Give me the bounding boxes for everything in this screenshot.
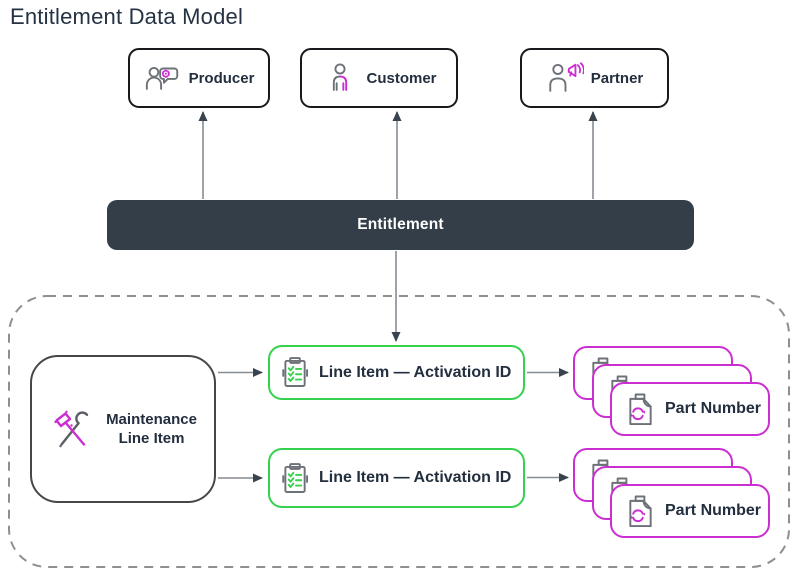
partner-icon [549, 62, 584, 92]
part-number-stack-1: Part Number [573, 346, 771, 437]
node-label: Producer [188, 69, 255, 87]
node-customer: Customer [300, 48, 458, 108]
node-label: Partner [590, 69, 644, 87]
node-line-item-activation-1: Line Item — Activation ID [268, 345, 525, 400]
producer-icon [145, 66, 178, 90]
hammer-wrench-icon [54, 410, 89, 448]
node-label: Maintenance Line Item [106, 410, 197, 448]
node-part-number-1: Part Number [610, 382, 770, 436]
node-label: Line Item — Activation ID [319, 363, 512, 381]
part-number-stack-2: Part Number [573, 448, 771, 539]
node-label: Part Number [665, 502, 762, 519]
document-sync-icon [629, 393, 652, 425]
node-label: Part Number [665, 400, 762, 417]
node-partner: Partner [520, 48, 669, 108]
checklist-icon [282, 357, 309, 387]
node-label: Customer [366, 69, 437, 87]
node-line-item-activation-2: Line Item — Activation ID [268, 448, 525, 508]
node-producer: Producer [128, 48, 270, 108]
node-label: Line Item — Activation ID [319, 469, 512, 486]
document-sync-icon [629, 495, 652, 527]
node-maintenance-line-item: Maintenance Line Item [30, 355, 216, 503]
node-entitlement: Entitlement [107, 200, 694, 250]
checklist-icon [282, 462, 309, 493]
page-title: Entitlement Data Model [10, 4, 244, 29]
entitlement-label: Entitlement [357, 216, 444, 233]
node-part-number-2: Part Number [610, 484, 770, 538]
customer-icon [333, 63, 348, 91]
